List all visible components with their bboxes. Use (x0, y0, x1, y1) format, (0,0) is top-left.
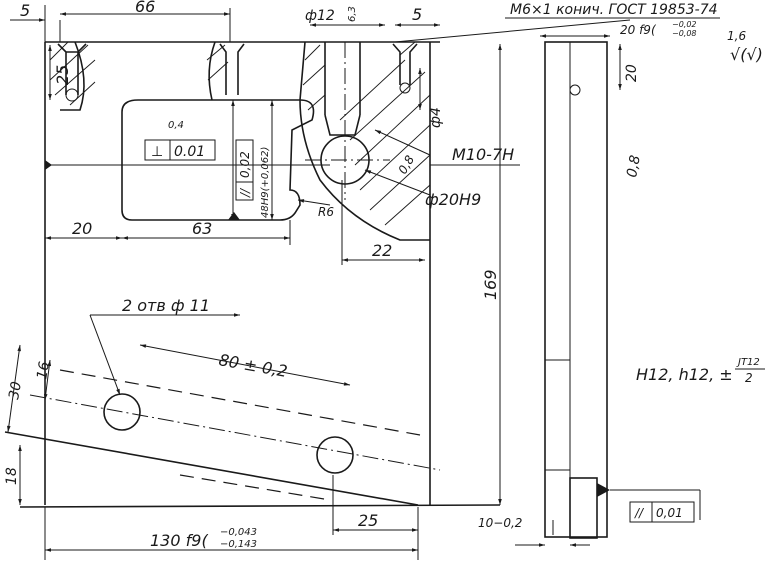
roughness-1-6: 1,6 (727, 29, 746, 43)
dim-22: 22 (372, 241, 392, 260)
dim-20f9: 20 f9( (620, 23, 657, 37)
dim-25-bottom: 25 (358, 511, 378, 530)
slot-pocket (121, 99, 315, 221)
dim-5-right: 5 (412, 5, 422, 24)
roughness-0-4: 0,4 (168, 120, 184, 131)
general-tolerance-denominator: 2 (745, 371, 753, 385)
tolerance-frame-parallel-side: // 0,01 (629, 501, 695, 523)
dim-130: 130 f9( (150, 531, 208, 550)
dim-169: 169 (481, 269, 500, 300)
general-tolerance-numerator: JT12 (736, 357, 760, 368)
roughness-check-symbol: √(√) (730, 45, 763, 64)
general-tolerance-note: H12, h12, ± (636, 365, 733, 384)
dim-20f9-upper: −0,02 (672, 20, 697, 29)
side-view (45, 41, 701, 547)
svg-text:0,02: 0,02 (238, 151, 252, 178)
dim-18: 18 (4, 467, 20, 485)
svg-text:0.01: 0.01 (174, 144, 205, 160)
tolerance-frame-perpendicularity: ⊥ 0.01 (144, 139, 216, 161)
dim-63: 63 (192, 219, 212, 238)
tolerance-frame-parallel-slot: // 0,02 (235, 139, 254, 201)
svg-text://: // (634, 506, 645, 520)
svg-text://: // (238, 187, 252, 198)
dim-phi4: ф4 (428, 107, 444, 128)
dim-66: 66 (135, 0, 155, 16)
dimension-lines (7, 5, 631, 560)
hatched-sections (49, 41, 431, 241)
dim-16: 16 (34, 360, 53, 380)
note-radius-r6: R6 (318, 205, 334, 219)
roughness-0-8: 0,8 (395, 153, 417, 177)
note-bore-phi20: ф20H9 (425, 190, 481, 209)
note-holes: 2 отв ф 11 (122, 296, 210, 315)
dim-25: 25 (53, 65, 72, 85)
note-thread-m10: M10-7H (452, 145, 514, 164)
dim-10: 10−0,2 (478, 516, 522, 530)
threaded-holes (57, 43, 418, 102)
dim-20-side: 20 (624, 64, 640, 82)
dim-130-lower: −0,143 (220, 539, 257, 550)
svg-text:⊥: ⊥ (151, 144, 163, 160)
note-thread-m6: M6×1 конич. ГОСТ 19853-74 (510, 2, 718, 18)
dim-6-3: 6,3 (347, 6, 358, 22)
dim-130-upper: −0,043 (220, 527, 257, 538)
roughness-0-8-side: 0,8 (624, 154, 644, 179)
dim-20: 20 (72, 219, 92, 238)
dim-20f9-lower: −0,08 (672, 29, 697, 38)
dim-80: 80 ± 0,2 (217, 350, 289, 381)
front-view-outline (4, 41, 501, 508)
dim-48h9: 48H9(+0,062) (260, 147, 271, 218)
dim-phi12: ф12 (305, 8, 335, 24)
svg-text:0,01: 0,01 (656, 506, 683, 520)
dim-5-left: 5 (20, 1, 30, 20)
dim-30: 30 (6, 380, 25, 400)
mounting-holes (29, 369, 441, 501)
